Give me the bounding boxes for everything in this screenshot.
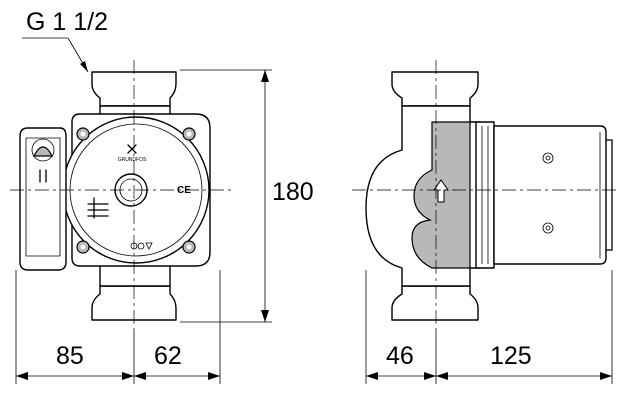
side-right-width-label: 125 <box>490 342 532 370</box>
side-left-width-label: 46 <box>386 342 414 370</box>
svg-text:GRUNDFOS: GRUNDFOS <box>118 157 147 163</box>
svg-text:CE: CE <box>177 185 191 196</box>
connection-label: G 1 1/2 <box>26 8 108 36</box>
dimension-lines <box>15 37 613 384</box>
height-label: 180 <box>272 178 314 206</box>
front-left-width-label: 85 <box>56 342 84 370</box>
front-view: GRUNDFOS CE <box>10 60 232 330</box>
ce-mark-icon: CE <box>177 185 191 196</box>
speed-bars-icon <box>87 197 109 219</box>
side-view <box>352 60 620 330</box>
logo-icon: GRUNDFOS <box>118 144 147 163</box>
front-right-width-label: 62 <box>154 342 182 370</box>
